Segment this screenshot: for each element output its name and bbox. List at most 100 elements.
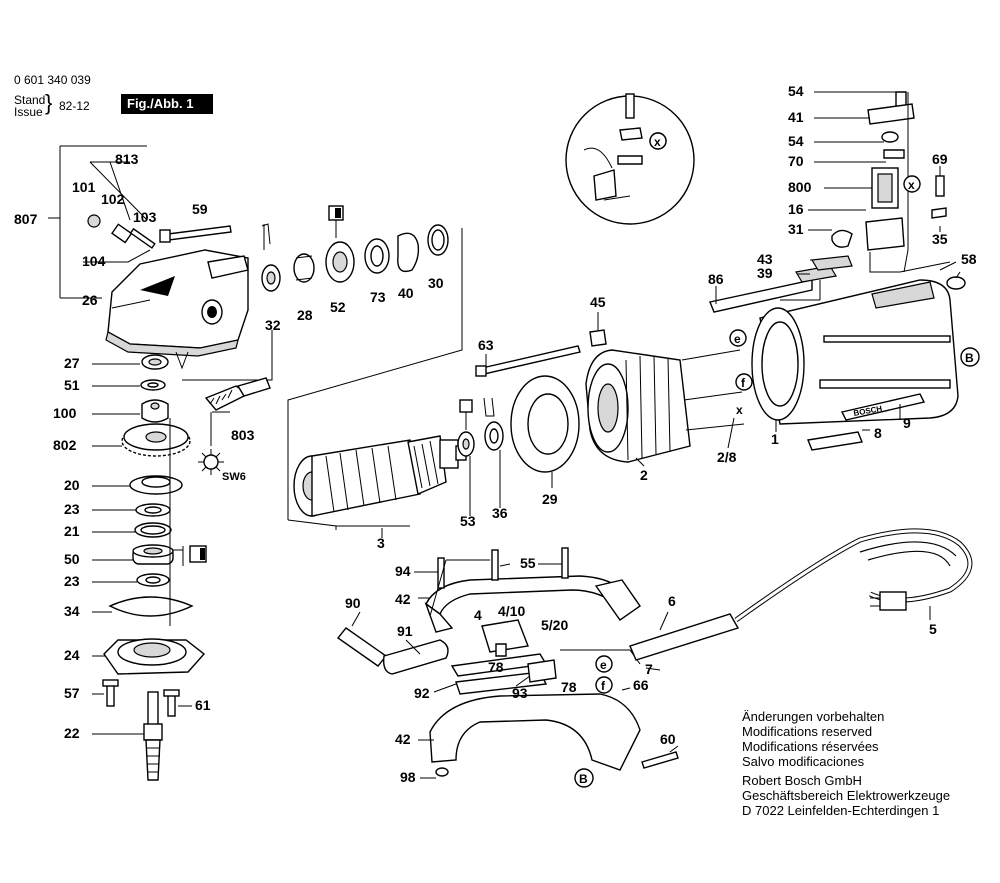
- callout-35: 35: [932, 231, 948, 247]
- date-code: 82-12: [59, 99, 90, 113]
- svg-text:f: f: [741, 376, 746, 390]
- callout-1: 1: [771, 431, 779, 447]
- callout-104: 104: [82, 253, 106, 269]
- callout-32: 32: [265, 317, 281, 333]
- svg-text:x: x: [654, 135, 661, 149]
- callout-sw6: SW6: [222, 471, 246, 483]
- marker-f-motor: f: [735, 373, 753, 391]
- callout-50: 50: [64, 551, 80, 567]
- callout-36: 36: [492, 505, 508, 521]
- callout-70: 70: [788, 153, 804, 169]
- callout-30: 30: [428, 275, 444, 291]
- callout-39: 39: [757, 265, 773, 281]
- callout-86: 86: [708, 271, 724, 287]
- svg-text:e: e: [734, 332, 741, 346]
- callout-43: 43: [757, 251, 773, 267]
- part-59-screw: [167, 225, 232, 241]
- issue-label: Issue: [14, 105, 43, 119]
- motor-housing: [751, 279, 959, 425]
- brace: }: [45, 90, 53, 115]
- field-stator: [585, 349, 745, 463]
- callout-41: 41: [788, 109, 804, 125]
- callout-103: 103: [133, 209, 157, 225]
- callout-55: 55: [520, 555, 536, 571]
- part-101-screw: [87, 214, 101, 228]
- callout-8: 8: [874, 425, 882, 441]
- note-line-5: Robert Bosch GmbH: [742, 773, 862, 788]
- marker-x-right: x: [903, 175, 921, 193]
- marker-x-motor: x: [736, 403, 743, 417]
- callout-5-20: 5/20: [541, 617, 568, 633]
- note-line-1: Änderungen vorbehalten: [742, 709, 885, 724]
- note-line-3: Modifications réservées: [742, 739, 879, 754]
- callout-23b: 23: [64, 573, 80, 589]
- callout-59: 59: [192, 201, 208, 217]
- note-line-4: Salvo modificaciones: [742, 754, 865, 769]
- svg-text:e: e: [600, 658, 607, 672]
- armature: [293, 435, 467, 517]
- callout-26: 26: [82, 292, 98, 308]
- marker-e-motor: e: [729, 329, 747, 347]
- callout-16: 16: [788, 201, 804, 217]
- callout-800: 800: [788, 179, 812, 195]
- callout-7: 7: [645, 661, 653, 677]
- notes-block: Änderungen vorbehalten Modifications res…: [742, 709, 950, 818]
- callout-40: 40: [398, 285, 414, 301]
- callout-60: 60: [660, 731, 676, 747]
- callout-802: 802: [53, 437, 77, 453]
- callout-4-10: 4/10: [498, 603, 525, 619]
- callout-51: 51: [64, 377, 80, 393]
- svg-text:x: x: [908, 178, 915, 192]
- note-line-7: D 7022 Leinfelden-Echterdingen 1: [742, 803, 940, 818]
- callout-93: 93: [512, 685, 528, 701]
- callout-52: 52: [330, 299, 346, 315]
- part-103: [129, 227, 156, 249]
- callout-100: 100: [53, 405, 77, 421]
- note-line-2: Modifications reserved: [742, 724, 873, 739]
- callout-23a: 23: [64, 501, 80, 517]
- stand-label: Stand: [14, 93, 46, 107]
- callout-2-8: 2/8: [717, 449, 737, 465]
- marker-x-top: x: [649, 132, 667, 150]
- callout-90: 90: [345, 595, 361, 611]
- callout-53: 53: [460, 513, 476, 529]
- callout-45: 45: [590, 294, 606, 310]
- callout-61: 61: [195, 697, 211, 713]
- callout-54a: 54: [788, 83, 804, 99]
- callout-27: 27: [64, 355, 80, 371]
- callout-42b: 42: [395, 731, 411, 747]
- callout-57: 57: [64, 685, 80, 701]
- callout-3: 3: [377, 535, 385, 551]
- svg-text:x: x: [736, 403, 743, 417]
- power-cord: [629, 528, 973, 661]
- callout-73: 73: [370, 289, 386, 305]
- callout-66: 66: [633, 677, 649, 693]
- callout-29: 29: [542, 491, 558, 507]
- callout-78b: 78: [561, 679, 577, 695]
- callout-803: 803: [231, 427, 255, 443]
- callout-101: 101: [72, 179, 96, 195]
- spindle-stack: [102, 354, 206, 781]
- callout-21: 21: [64, 523, 80, 539]
- svg-text:f: f: [601, 679, 606, 693]
- bracket-813: [89, 161, 148, 221]
- callout-31: 31: [788, 221, 804, 237]
- callout-24: 24: [64, 647, 80, 663]
- marker-B-handle: B: [574, 768, 594, 788]
- callout-4: 4: [474, 607, 482, 623]
- callout-813: 813: [115, 151, 139, 167]
- callout-34: 34: [64, 603, 80, 619]
- callout-5: 5: [929, 621, 937, 637]
- callout-28: 28: [297, 307, 313, 323]
- svg-text:B: B: [579, 772, 588, 786]
- note-line-6: Geschäftsbereich Elektrowerkzeuge: [742, 788, 951, 803]
- callout-91: 91: [397, 623, 413, 639]
- callout-102: 102: [101, 191, 125, 207]
- marker-B-housing: B: [960, 347, 980, 367]
- handle-assembly: [336, 547, 679, 777]
- callout-78a: 78: [488, 659, 504, 675]
- callout-9: 9: [903, 415, 911, 431]
- callout-58: 58: [961, 251, 977, 267]
